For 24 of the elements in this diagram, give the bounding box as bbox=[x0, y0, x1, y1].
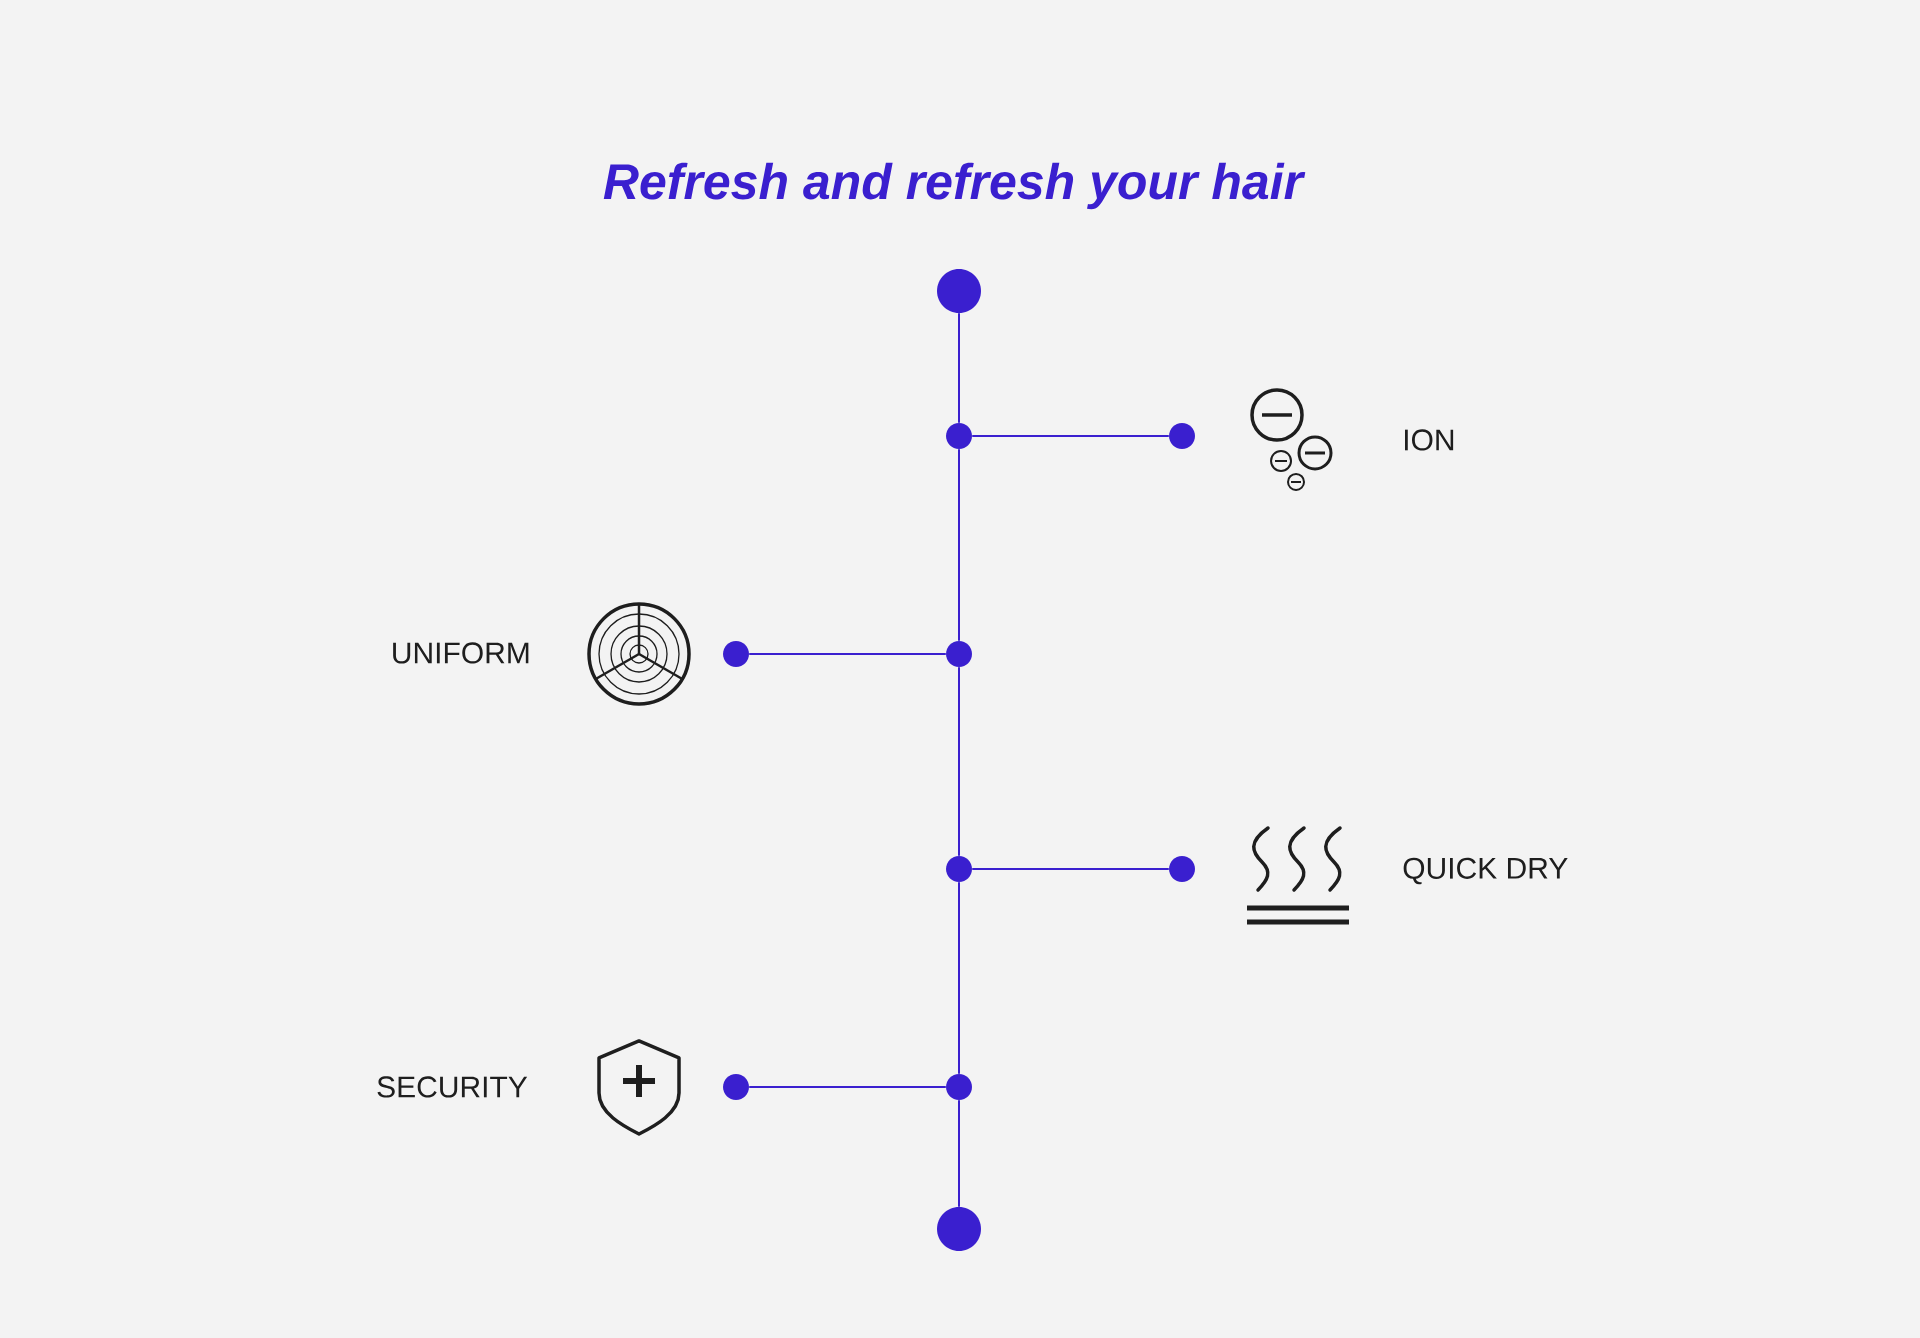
dot bbox=[946, 641, 972, 667]
connector-line bbox=[748, 1086, 947, 1088]
feature-label: ION bbox=[1405, 429, 1454, 451]
feature-label: UNIFORM bbox=[393, 642, 529, 664]
connector-line bbox=[971, 868, 1170, 870]
feature-label: SECURITY bbox=[377, 1076, 528, 1098]
dot bbox=[1169, 423, 1195, 449]
connector-line bbox=[958, 1099, 960, 1208]
dot bbox=[946, 856, 972, 882]
feature-label: QUICK DRY bbox=[1403, 857, 1568, 885]
connector-line bbox=[958, 448, 960, 642]
dot bbox=[937, 269, 981, 313]
dot bbox=[723, 641, 749, 667]
connector-line bbox=[958, 312, 960, 424]
dot bbox=[937, 1207, 981, 1251]
dot bbox=[946, 1074, 972, 1100]
title: Refresh and refresh your hair bbox=[603, 162, 1306, 210]
connector-line bbox=[971, 435, 1170, 437]
connector-line bbox=[958, 881, 960, 1075]
connector-line bbox=[958, 666, 960, 857]
dot bbox=[1169, 856, 1195, 882]
dot bbox=[723, 1074, 749, 1100]
dot bbox=[946, 423, 972, 449]
connector-line bbox=[748, 653, 947, 655]
